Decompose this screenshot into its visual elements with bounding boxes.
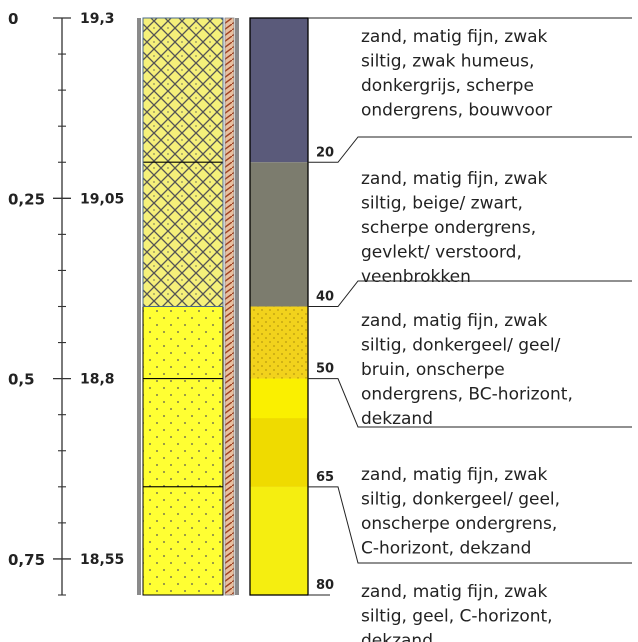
description-leader-line — [308, 136, 632, 163]
color-layer — [250, 486, 308, 595]
layer-description-line: scherpe ondergrens, — [361, 218, 536, 238]
description-leader-line — [308, 280, 632, 307]
color-layer — [250, 306, 308, 379]
nap-height-label: 18,55 — [80, 552, 124, 568]
depth-axis: 0 19,3 0,25 19,05 0,5 18,8 0,75 18,55 — [8, 10, 124, 596]
depth-tick-label: 0,5 — [8, 371, 35, 389]
lithology-layer — [142, 486, 224, 596]
lithology-organic-outline — [142, 17, 224, 307]
lithology-layer — [142, 306, 224, 380]
nap-height-label: 19,05 — [80, 191, 124, 207]
layer-depth-cm-label: 65 — [316, 470, 334, 485]
layer-depth-cm-label: 80 — [316, 578, 334, 593]
lithology-side-strip — [224, 17, 235, 596]
layer-description-line: siltig, beige/ zwart, — [361, 194, 523, 214]
color-layer — [250, 162, 308, 307]
color-sublayer — [250, 418, 308, 487]
lithology-layer — [142, 17, 224, 163]
color-sublayer — [250, 378, 308, 419]
layer-depth-cm-label: 40 — [316, 290, 334, 305]
layer-description-line: donkergrijs, scherpe — [361, 76, 534, 96]
color-column: 20 40 50 65 80 — [249, 17, 334, 596]
layer-description-line: onscherpe ondergrens, — [361, 514, 557, 534]
layer-description-line: ondergrens, BC-horizont, — [361, 385, 573, 405]
layer-description-line: siltig, donkergeel/ geel/ — [361, 336, 561, 356]
description-labels: zand, matig fijn, zwak siltig, zwak humeu… — [308, 17, 632, 642]
layer-description-line: bruin, onscherpe — [361, 360, 505, 380]
layer-description-line: dekzand — [361, 631, 433, 642]
lithology-left-bar — [137, 18, 141, 595]
layer-description-line: ondergrens, bouwvoor — [361, 101, 552, 121]
description-leader-line — [308, 486, 632, 564]
layer-description-line: zand, matig fijn, zwak — [361, 582, 548, 602]
lithology-right-bar — [235, 18, 239, 595]
lithology-layer — [142, 378, 224, 488]
layer-description-line: siltig, geel, C-horizont, — [361, 607, 553, 627]
layer-description-line: gevlekt/ verstoord, — [361, 243, 522, 263]
layer-description-line: C-horizont, dekzand — [361, 539, 531, 559]
layer-description-line: zand, matig fijn, zwak — [361, 311, 548, 331]
nap-height-label: 19,3 — [80, 11, 115, 27]
layer-depth-cm-label: 50 — [316, 362, 334, 377]
layer-description-line: zand, matig fijn, zwak — [361, 27, 548, 47]
nap-height-label: 18,8 — [80, 372, 115, 388]
description-leader-line — [308, 378, 632, 428]
lithology-layer — [142, 161, 224, 307]
lithology-column — [137, 17, 239, 596]
depth-tick-label: 0 — [8, 10, 18, 28]
layer-description-line: veenbrokken — [361, 267, 471, 287]
layer-description-line: zand, matig fijn, zwak — [361, 169, 548, 189]
layer-description-line: zand, matig fijn, zwak — [361, 465, 548, 485]
depth-tick-label: 0,75 — [8, 551, 45, 569]
layer-depth-cm-label: 20 — [316, 145, 334, 160]
layer-description-line: siltig, donkergeel/ geel, — [361, 490, 560, 510]
layer-description-line: siltig, zwak humeus, — [361, 52, 534, 72]
color-layer — [250, 18, 308, 163]
layer-description-line: dekzand — [361, 409, 433, 429]
depth-tick-label: 0,25 — [8, 190, 45, 208]
